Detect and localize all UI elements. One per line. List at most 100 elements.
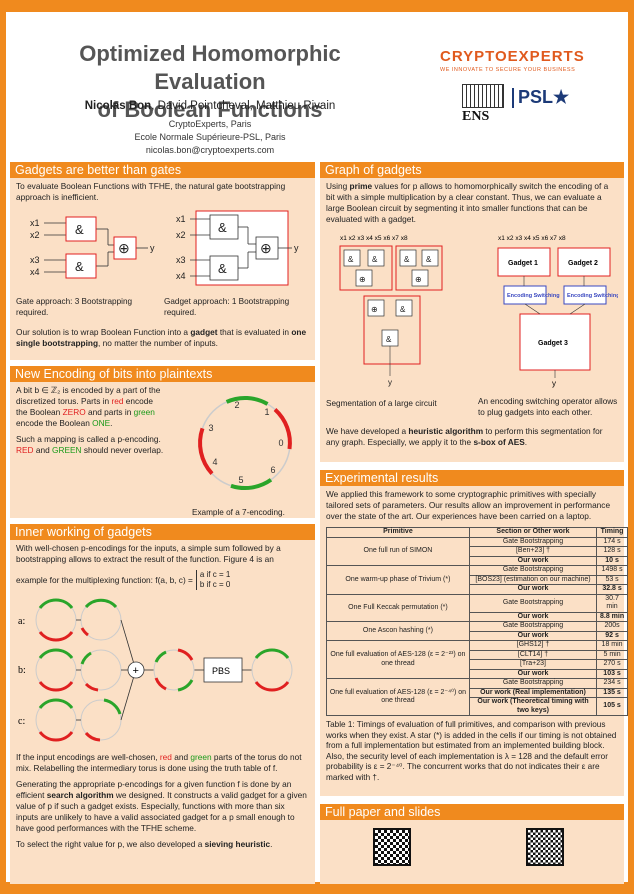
inner-paragraph-5: To select the right value for p, we also… <box>16 839 273 849</box>
section-heading: Graph of gadgets <box>320 162 624 178</box>
affiliations: CryptoExperts, Paris Ecole Normale Supér… <box>40 118 380 157</box>
svg-text:⊕: ⊕ <box>359 275 366 284</box>
title-line-1: Optimized Homomorphic Evaluation <box>79 41 341 94</box>
table-row: One warm-up phase of Trivium (*)Gate Boo… <box>326 565 628 595</box>
tick-6: 6 <box>270 465 275 475</box>
formula-cases: a if c = 1 b if c = 0 <box>195 570 231 590</box>
gadgets-solution: Our solution is to wrap Boolean Function… <box>16 327 307 348</box>
arc-c2-green <box>103 698 122 715</box>
svg-text:&: & <box>400 305 406 314</box>
tick-3: 3 <box>208 423 213 433</box>
gadget-xor <box>255 236 279 260</box>
encoding-paragraph-2: Such a mapping is called a p-encoding. R… <box>16 434 164 455</box>
arc-a1-green <box>38 598 74 609</box>
logo-ce-tagline: WE INNOVATE TO SECURE YOUR BUSINESS <box>440 67 576 73</box>
svg-text:&: & <box>426 255 432 264</box>
red-arc-right <box>273 408 292 450</box>
svg-text:y: y <box>388 378 392 387</box>
arc-out-red <box>254 681 290 692</box>
gadget-3-label: Gadget 3 <box>538 340 568 347</box>
arc-c1-green <box>38 698 74 709</box>
case-1: a if c = 1 <box>199 570 231 579</box>
green-arc-bottom <box>230 478 273 491</box>
table-row: One full evaluation of AES-128 (ε = 2⁻⁴⁰… <box>326 678 628 716</box>
section-heading: Gadgets are better than gates <box>10 162 315 178</box>
plus-icon: + <box>133 665 139 677</box>
enc-switch-1-label: Encoding Switching <box>507 293 560 299</box>
gadget-xor-icon: ⊕ <box>260 240 272 256</box>
label-b: b: <box>18 665 26 676</box>
tick-5: 5 <box>238 475 243 485</box>
arc-c2-red <box>84 731 101 742</box>
encoding-caption: Example of a 7-encoding. <box>192 508 285 517</box>
top-border <box>0 0 634 12</box>
section-heading: Experimental results <box>320 470 624 486</box>
case-2: b if c = 0 <box>199 580 231 589</box>
torus-sum <box>153 649 195 691</box>
pbs-box <box>203 657 243 683</box>
label-x3-b: x3 <box>176 255 186 265</box>
svg-text:&: & <box>372 255 378 264</box>
svg-text:y: y <box>552 379 556 388</box>
section-gadgets: Gadgets are better than gates To evaluat… <box>10 162 315 360</box>
gadgets-inputs-label: x1 x2 x3 x4 x5 x6 x7 x8 <box>498 235 566 242</box>
tick-4: 4 <box>212 457 217 467</box>
bottom-border <box>0 882 634 894</box>
section-heading: New Encoding of bits into plaintexts <box>10 366 315 382</box>
arc-b1-red <box>38 681 74 692</box>
authors: Nicolas Bon, David Pointcheval, Matthieu… <box>40 100 380 112</box>
logo-psl-text: PSL <box>518 87 554 107</box>
and-symbol-2: & <box>75 259 84 274</box>
gadget-and-2 <box>209 255 239 281</box>
arc-a1-red <box>38 631 74 642</box>
email: nicolas.bon@cryptoexperts.com <box>145 145 275 155</box>
column-section: Section or Other work <box>468 527 598 538</box>
label-x2: x2 <box>30 230 40 240</box>
gadget-and-symbol-2: & <box>218 261 227 276</box>
label-x2-b: x2 <box>176 230 186 240</box>
cryptoexperts-logo: CRYPTOEXPERTS WE INNOVATE TO SECURE YOUR… <box>440 48 590 73</box>
label-x1: x1 <box>30 218 40 228</box>
section-inner-working: Inner working of gadgets With well-chose… <box>10 524 315 884</box>
table-caption: Table 1: Timings of evaluation of full p… <box>326 720 617 782</box>
tick-1: 1 <box>264 407 269 417</box>
multiplexer-gadget-diagram: a: b: c: <box>18 598 293 742</box>
caption-gate-approach: Gate approach: 3 Bootstrapping required. <box>16 297 133 317</box>
logo-ce-name: CRYPTOEXPERTS <box>440 48 585 65</box>
section-graph: Graph of gadgets Using prime values for … <box>320 162 624 462</box>
label-y: y <box>150 243 155 253</box>
and-gate-1 <box>65 216 97 242</box>
tick-2: 2 <box>234 400 239 410</box>
gadget-2-label: Gadget 2 <box>568 260 598 267</box>
gadget-1-box <box>497 247 551 277</box>
svg-text:⊕: ⊕ <box>415 275 422 284</box>
gadget-and-1 <box>209 214 239 240</box>
gate-vs-gadget-diagram: x1 x2 x3 x4 & & ⊕ y <box>30 210 299 286</box>
paper-qr-code[interactable] <box>373 828 411 866</box>
label-x4: x4 <box>30 267 40 277</box>
arc-c1-red <box>38 731 74 742</box>
xor-gate <box>113 236 137 260</box>
section-experimental: Experimental results We applied this fra… <box>320 470 628 796</box>
gadget-and-symbol-1: & <box>218 220 227 235</box>
circuit-inputs-label: x1 x2 x3 x4 x5 x6 x7 x8 <box>340 235 408 242</box>
arc-sum-green-2 <box>177 679 194 692</box>
arc-b2-red <box>84 682 99 692</box>
torus-7-encoding: 0 1 2 3 4 5 6 <box>198 396 292 491</box>
other-authors: , David Pointcheval, Matthieu Rivain <box>151 100 336 112</box>
graph-paragraph-2: We have developed a heuristic algorithm … <box>326 426 603 447</box>
svg-text:&: & <box>348 255 354 264</box>
encoding-paragraph-1: A bit b ∈ ℤ₂ is encoded by a part of the… <box>16 385 161 428</box>
ens-building-icon <box>462 84 504 108</box>
poster-title: Optimized Homomorphic Evaluation of Bool… <box>40 40 380 124</box>
label-x1-b: x1 <box>176 214 186 224</box>
slides-qr-code[interactable] <box>526 828 564 866</box>
logo-separator <box>512 88 514 109</box>
enc-switch-2-label: Encoding Switching <box>567 293 618 299</box>
arc-sum-red-2 <box>154 677 167 691</box>
table-row: One Full Keccak permutation (*)Gate Boot… <box>326 593 628 622</box>
segment-1 <box>339 245 393 291</box>
arc-b1-green <box>38 648 74 659</box>
